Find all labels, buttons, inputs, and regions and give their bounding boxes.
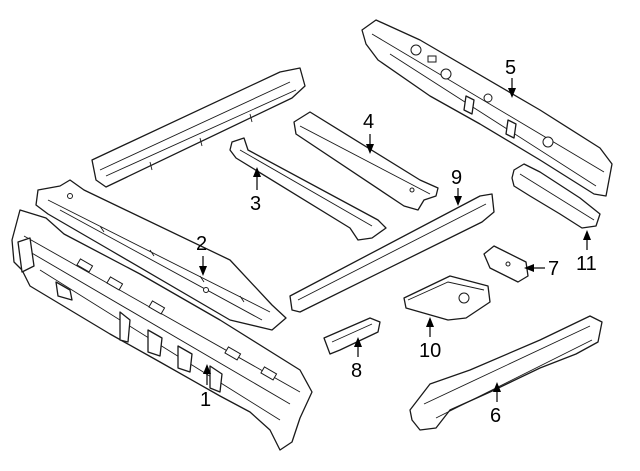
part-1-crossmember (11, 209, 313, 451)
part-7-bracket (483, 245, 529, 283)
callout-3: 3 (250, 193, 261, 215)
callout-4: 4 (363, 111, 374, 133)
callout-6: 6 (490, 405, 501, 427)
callout-7: 7 (548, 258, 559, 280)
callout-9: 9 (451, 167, 462, 189)
callout-10: 10 (419, 340, 441, 362)
part-2-panel (35, 179, 287, 331)
callout-1: 1 (200, 389, 211, 411)
part-4-bar (293, 111, 439, 211)
part-6-rail (409, 315, 603, 431)
part-8-bracket (323, 317, 381, 355)
part-3-bar (229, 137, 387, 241)
callout-2: 2 (196, 233, 207, 255)
part-floor-rail-top-left (91, 67, 306, 188)
callout-5: 5 (505, 57, 516, 79)
callout-11: 11 (576, 253, 597, 275)
part-9-bar (289, 193, 495, 313)
part-5-rail (361, 19, 613, 197)
callout-leaders (199, 78, 591, 402)
part-10-plate (403, 275, 491, 321)
part-11-bracket (511, 163, 601, 229)
callout-8: 8 (351, 360, 362, 382)
